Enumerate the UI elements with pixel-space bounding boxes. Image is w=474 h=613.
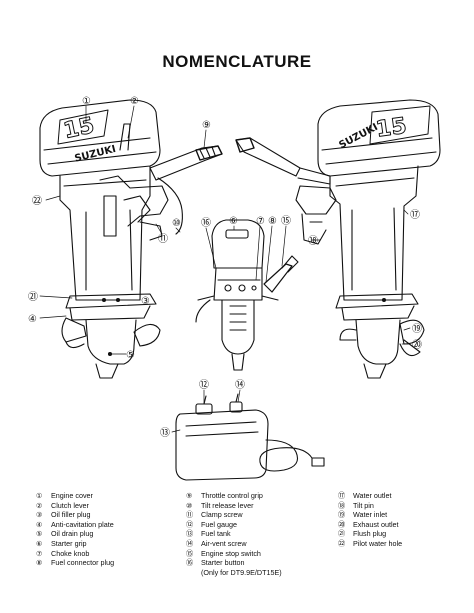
svg-text:15: 15	[61, 113, 96, 144]
callout-14: ⑭	[235, 379, 245, 391]
page-title: NOMENCLATURE	[162, 52, 312, 71]
callout-19: ⑲	[412, 323, 422, 335]
callout-3: ③	[141, 296, 150, 307]
right-motor: 15 SUZUKI	[235, 99, 441, 379]
callout-20: ⑳	[412, 339, 422, 351]
callout-4: ④	[28, 314, 37, 325]
callout-1: ①	[82, 96, 91, 107]
callout-5: ⑤	[126, 350, 135, 361]
callout-2: ②	[130, 96, 139, 107]
callout-13: ⑬	[160, 427, 170, 439]
callout-21: ㉑	[28, 291, 38, 303]
callout-11: ⑪	[158, 233, 168, 245]
left-motor: 15 SUZUKI	[39, 99, 223, 379]
legend-item-note: (Only for DT9.9E/DT15E)	[201, 567, 282, 577]
callout-17: ⑰	[410, 209, 420, 221]
leader-lines	[39, 105, 411, 433]
callout-15: ⑮	[281, 215, 291, 227]
right-cover-logo	[369, 105, 431, 145]
right-propeller	[399, 319, 425, 345]
left-cover-logo	[57, 109, 109, 145]
callout-12: ⑫	[199, 379, 209, 391]
right-tiller	[235, 137, 301, 177]
callout-8: ⑧	[268, 216, 277, 227]
callout-10: ⑩	[172, 218, 181, 229]
callout-7: ⑦	[256, 216, 265, 227]
center-front-view	[195, 219, 299, 371]
left-tiller	[149, 145, 223, 181]
svg-text:15: 15	[374, 114, 408, 143]
callout-6: ⑥	[229, 216, 238, 227]
fuel-tank-illustration	[175, 393, 325, 481]
callout-16: ⑯	[201, 217, 211, 229]
starter-grip	[225, 229, 249, 239]
callout-18: ⑱	[308, 235, 318, 247]
svg-text:SUZUKI: SUZUKI	[337, 122, 379, 152]
callout-9: ⑨	[202, 120, 211, 131]
svg-text:SUZUKI: SUZUKI	[74, 144, 118, 165]
callout-22: ㉒	[32, 195, 42, 207]
left-propeller	[61, 317, 87, 343]
left-engine-cover	[39, 99, 161, 177]
